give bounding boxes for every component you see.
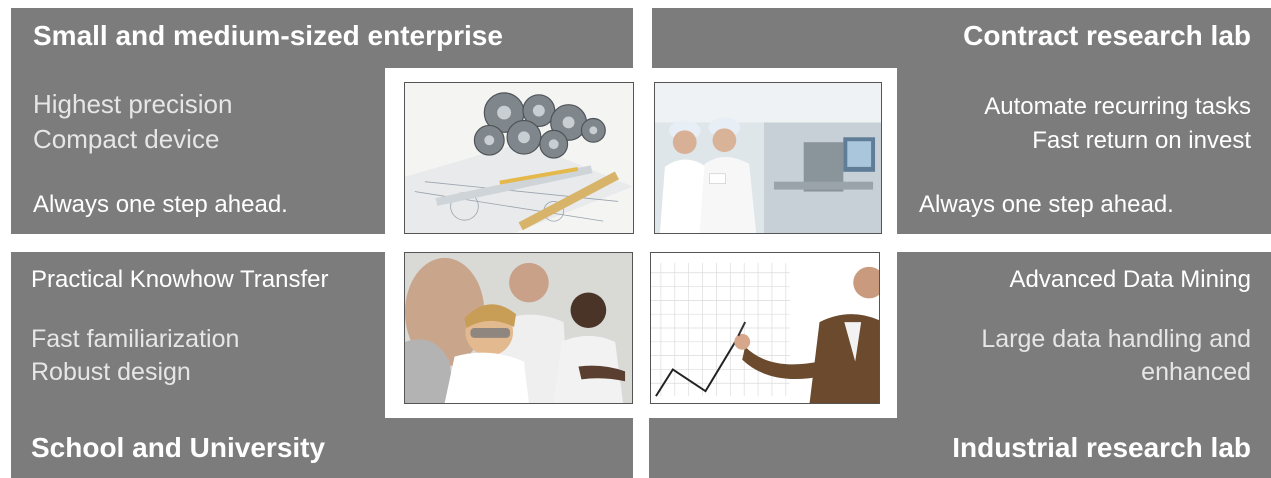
- sme-tagline: Always one step ahead.: [33, 191, 288, 218]
- school-subtitle: Practical Knowhow Transfer: [31, 266, 329, 293]
- gears-blueprint-image: [404, 82, 634, 234]
- contract-lab-title: Contract research lab: [963, 20, 1251, 51]
- industrial-lab-line-1: Large data handling and: [981, 325, 1251, 353]
- sme-line-2: Compact device: [33, 124, 220, 154]
- school-line-2: Robust design: [31, 358, 191, 386]
- contract-lab-line-1: Automate recurring tasks: [984, 93, 1251, 120]
- sme-title: Small and medium-sized enterprise: [33, 20, 503, 51]
- industrial-lab-subtitle: Advanced Data Mining: [1009, 266, 1251, 293]
- lab-technicians-image: [654, 82, 882, 234]
- school-title: School and University: [31, 432, 326, 463]
- contract-lab-tagline: Always one step ahead.: [919, 191, 1174, 218]
- sme-line-1: Highest precision: [33, 89, 233, 119]
- students-lab-image: [404, 252, 633, 404]
- businessman-chart-image: [650, 252, 880, 404]
- industrial-lab-line-2: enhanced: [1141, 358, 1251, 386]
- industrial-lab-title: Industrial research lab: [952, 432, 1251, 463]
- contract-lab-line-2: Fast return on invest: [1032, 127, 1251, 154]
- school-line-1: Fast familiarization: [31, 325, 240, 353]
